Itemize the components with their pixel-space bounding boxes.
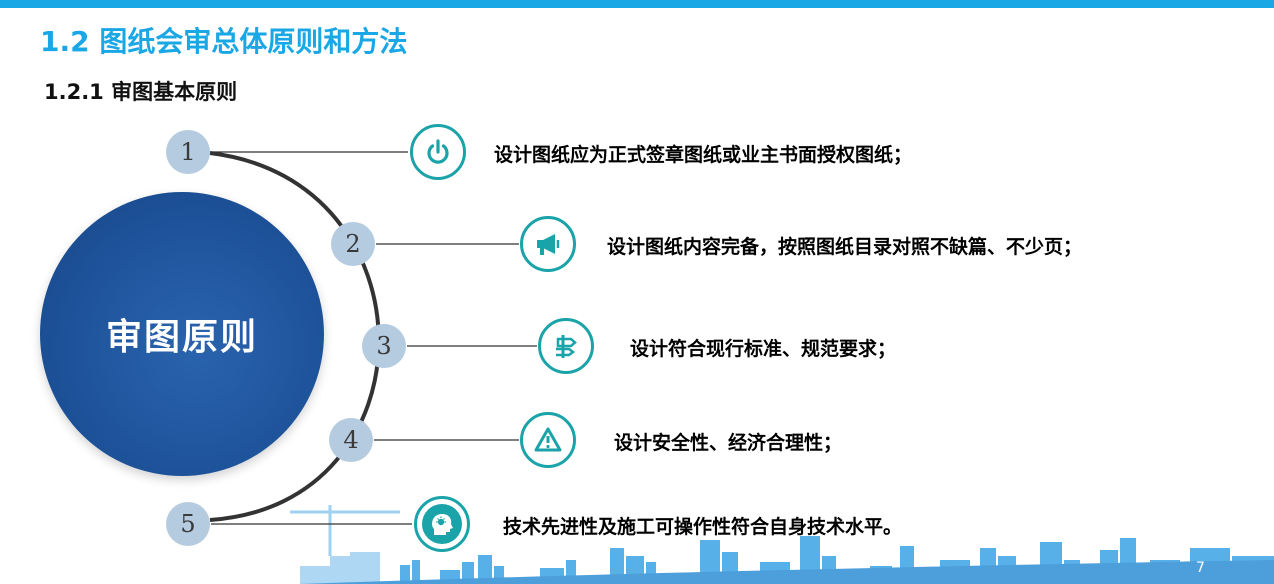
principle-text-5: 技术先进性及施工可操作性符合自身技术水平。 [503,516,903,538]
signpost-icon-badge [538,318,594,374]
crane-illustration [290,505,400,556]
subsection-title: 1.2.1 审图基本原则 [44,80,238,104]
city-skyline-illustration [300,536,1274,584]
head-idea-icon-badge [414,496,470,552]
warning-icon [534,427,562,452]
step-number-2: 2 [331,222,375,266]
megaphone-icon [537,234,560,255]
principle-text-3: 设计符合现行标准、规范要求； [630,338,897,360]
warning-icon-badge [520,412,576,468]
step-number-5: 5 [166,502,210,546]
principle-text-4: 设计安全性、经济合理性； [614,432,843,454]
principle-text-2: 设计图纸内容完备，按照图纸目录对照不缺篇、不少页； [607,236,1083,258]
central-label: 审图原则 [105,317,258,358]
central-circle [40,192,324,476]
step-number-3: 3 [362,324,406,368]
power-icon-badge [410,124,466,180]
top-accent-bar [0,0,1274,8]
principle-text-1: 设计图纸应为正式签章图纸或业主书面授权图纸； [494,144,913,166]
signpost-icon [556,335,577,358]
head-idea-icon [432,514,453,535]
step-number-4: 4 [329,418,373,462]
power-icon [427,139,449,164]
section-title: 1.2 图纸会审总体原则和方法 [40,25,408,58]
page-number: 7 [1196,560,1205,576]
connector-lines [211,151,537,525]
step-number-1: 1 [166,130,210,174]
megaphone-icon-badge [520,216,576,272]
